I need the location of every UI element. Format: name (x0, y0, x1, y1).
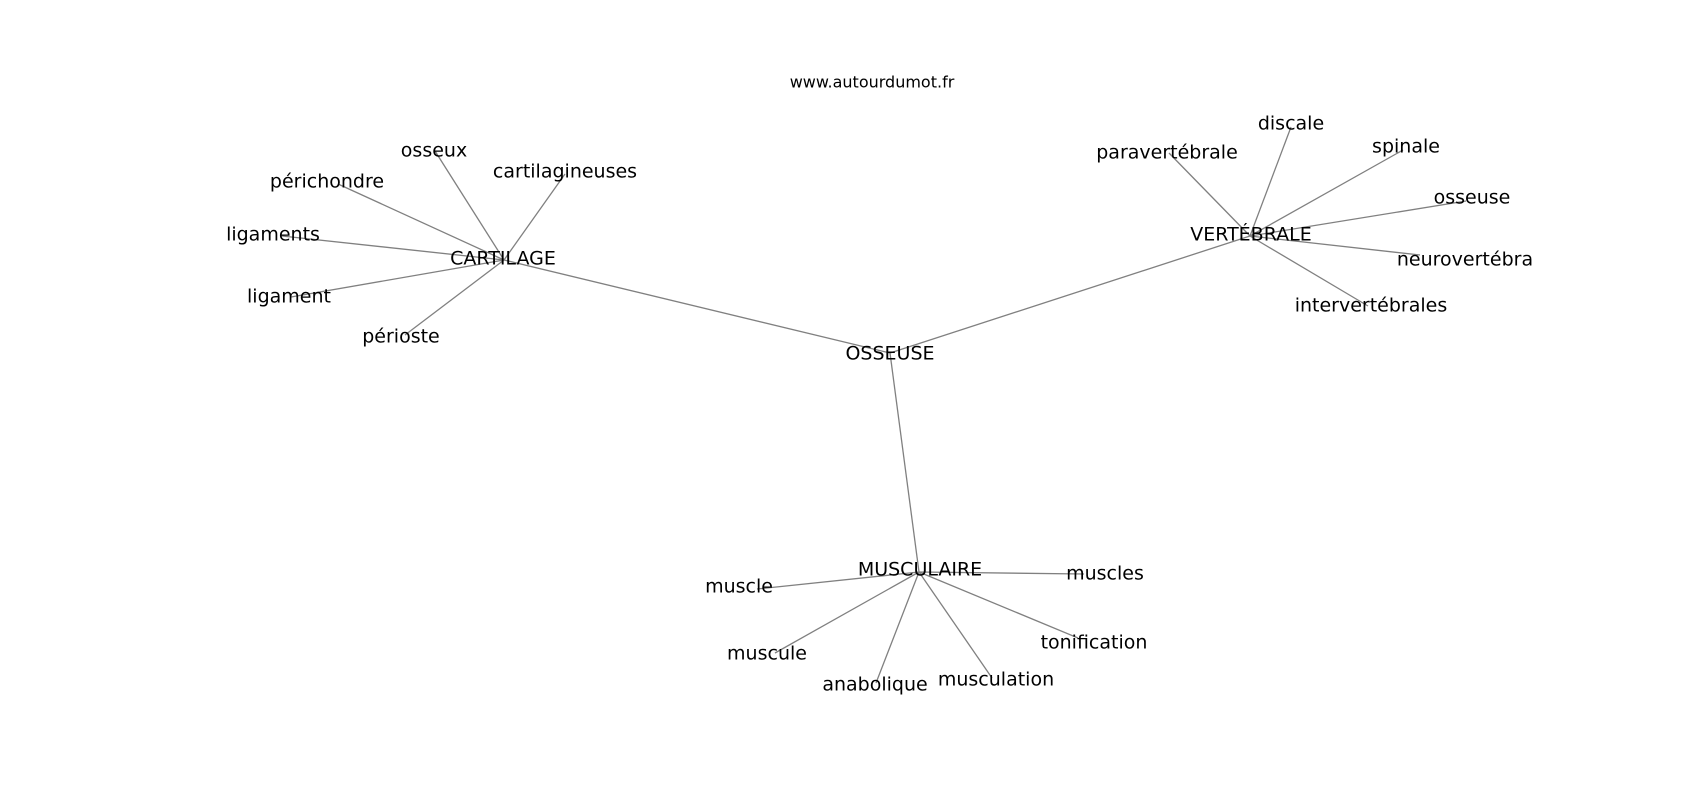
node-hub-vertebrale[interactable]: VERTÉBRALE (1190, 223, 1312, 246)
source-caption: www.autourdumot.fr (790, 73, 955, 92)
node-hub-cartilage[interactable]: CARTILAGE (450, 248, 556, 270)
edge-vertebrale-neurovertebra (1249, 235, 1421, 256)
edge-musculaire-musculation (918, 571, 993, 679)
edge-musculaire-muscule (774, 571, 920, 654)
edge-vertebrale-paravertebrale (1168, 152, 1251, 237)
edge-cartilage-ligaments (281, 235, 505, 261)
edge-cartilage-ligament (290, 259, 505, 298)
node-center[interactable]: OSSEUSE (845, 343, 934, 365)
edge-vertebrale-discale (1249, 126, 1292, 237)
graph-labels: OSSEUSE CARTILAGE VERTÉBRALE MUSCULAIRE … (226, 113, 1533, 696)
node-word[interactable]: tonification (1041, 632, 1148, 654)
edge-musculaire-muscles (918, 571, 1085, 575)
edge-cartilage-osseux (434, 150, 505, 261)
node-word[interactable]: ligaments (226, 224, 320, 246)
node-word[interactable]: muscule (727, 643, 807, 665)
graph-edges (281, 126, 1467, 684)
edge-vertebrale-osseuse (1249, 200, 1467, 237)
node-word[interactable]: périchondre (270, 171, 384, 193)
node-hub-musculaire[interactable]: MUSCULAIRE (858, 559, 982, 581)
node-word[interactable]: cartilagineuses (493, 161, 637, 183)
edge-cartilage-perichondre (337, 183, 505, 261)
edge-vertebrale-intervertebrales (1249, 235, 1369, 307)
node-word[interactable]: muscles (1066, 563, 1144, 585)
edge-cartilage-cartilagineuses (503, 173, 566, 261)
node-word[interactable]: paravertébrale (1096, 142, 1238, 164)
node-word[interactable]: spinale (1372, 136, 1440, 158)
node-word[interactable]: osseuse (1434, 187, 1511, 209)
node-word[interactable]: intervertébrales (1295, 295, 1448, 317)
edge-center-vertebrale (889, 235, 1251, 354)
edge-center-cartilage (503, 259, 891, 354)
edge-musculaire-anabolique (875, 571, 920, 684)
edge-cartilage-perioste (404, 259, 505, 336)
node-word[interactable]: périoste (362, 326, 440, 348)
edge-musculaire-tonification (918, 571, 1079, 639)
edge-center-musculaire (889, 352, 920, 573)
edge-vertebrale-spinale (1249, 149, 1404, 237)
node-word[interactable]: ligament (247, 286, 331, 308)
node-word[interactable]: muscle (705, 576, 773, 598)
node-word[interactable]: musculation (938, 669, 1054, 691)
node-word[interactable]: osseux (401, 140, 467, 162)
node-word[interactable]: anabolique (822, 674, 927, 696)
node-word[interactable]: discale (1258, 113, 1324, 135)
node-word[interactable]: neurovertébra (1397, 249, 1533, 271)
edge-musculaire-muscle (756, 571, 920, 590)
